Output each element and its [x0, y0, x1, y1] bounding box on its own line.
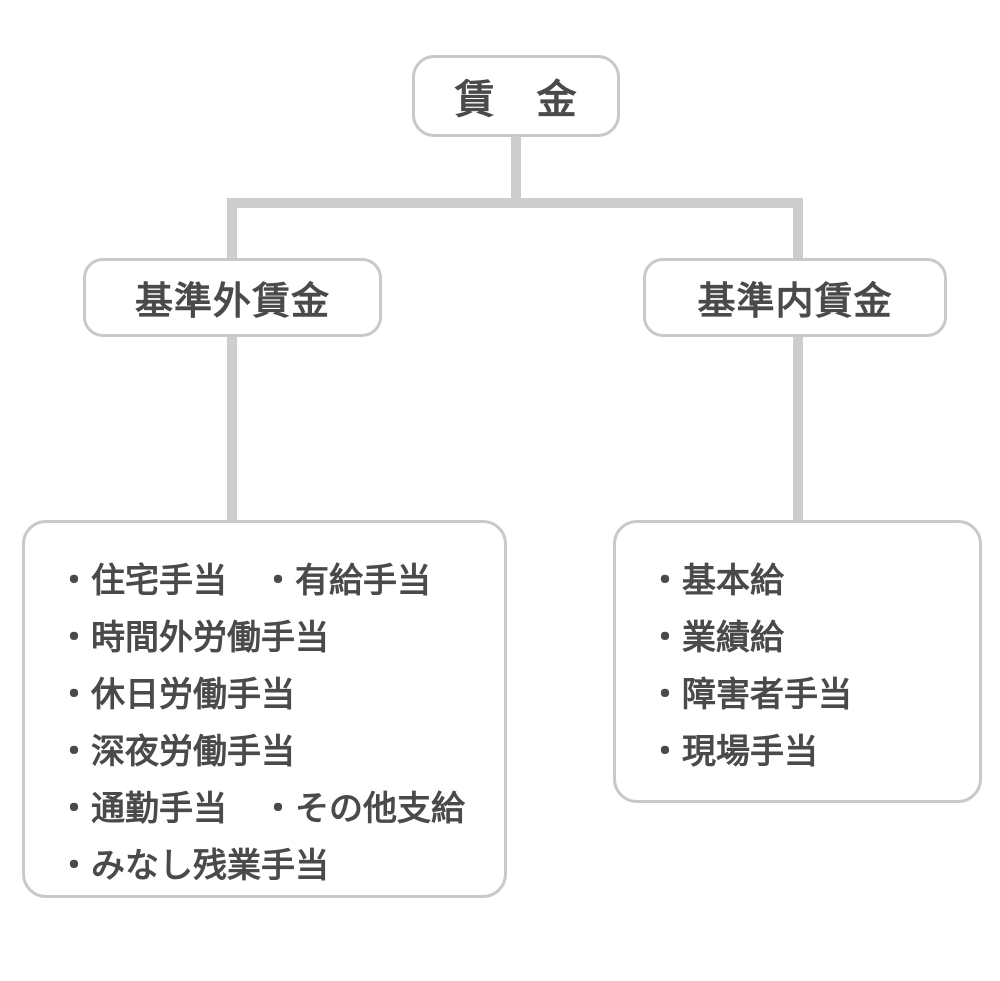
node-wage-label: 賃 金: [454, 78, 578, 122]
list-line: ・障害者手当: [648, 676, 852, 714]
list-line: ・みなし残業手当: [57, 847, 329, 885]
list-line: ・通勤手当 ・その他支給: [57, 790, 465, 828]
list-line: ・基本給: [648, 562, 784, 600]
node-wage: 賃 金: [412, 55, 620, 137]
list-line: ・休日労働手当: [57, 676, 295, 714]
node-non-standard-wage-label: 基準外賃金: [134, 281, 330, 323]
connector-right-panel-vertical: [793, 330, 803, 526]
list-line: ・住宅手当 ・有給手当: [57, 562, 431, 600]
list-line: ・現場手当: [648, 733, 818, 771]
panel-standard-wage-items: ・基本給 ・業績給 ・障害者手当 ・現場手当: [613, 520, 982, 803]
connector-right-branch-vertical: [793, 198, 803, 266]
connector-left-branch-vertical: [227, 198, 237, 266]
connector-left-panel-vertical: [227, 330, 237, 526]
node-standard-wage-label: 基準内賃金: [697, 281, 893, 323]
connector-root-vertical: [511, 133, 521, 205]
list-line: ・時間外労働手当: [57, 619, 329, 657]
list-line: ・深夜労働手当: [57, 733, 295, 771]
connector-horizontal-bar: [227, 198, 803, 208]
list-line: ・業績給: [648, 619, 784, 657]
panel-non-standard-wage-items: ・住宅手当 ・有給手当 ・時間外労働手当 ・休日労働手当 ・深夜労働手当 ・通勤…: [22, 520, 507, 898]
node-non-standard-wage: 基準外賃金: [83, 258, 382, 337]
node-standard-wage: 基準内賃金: [643, 258, 947, 337]
